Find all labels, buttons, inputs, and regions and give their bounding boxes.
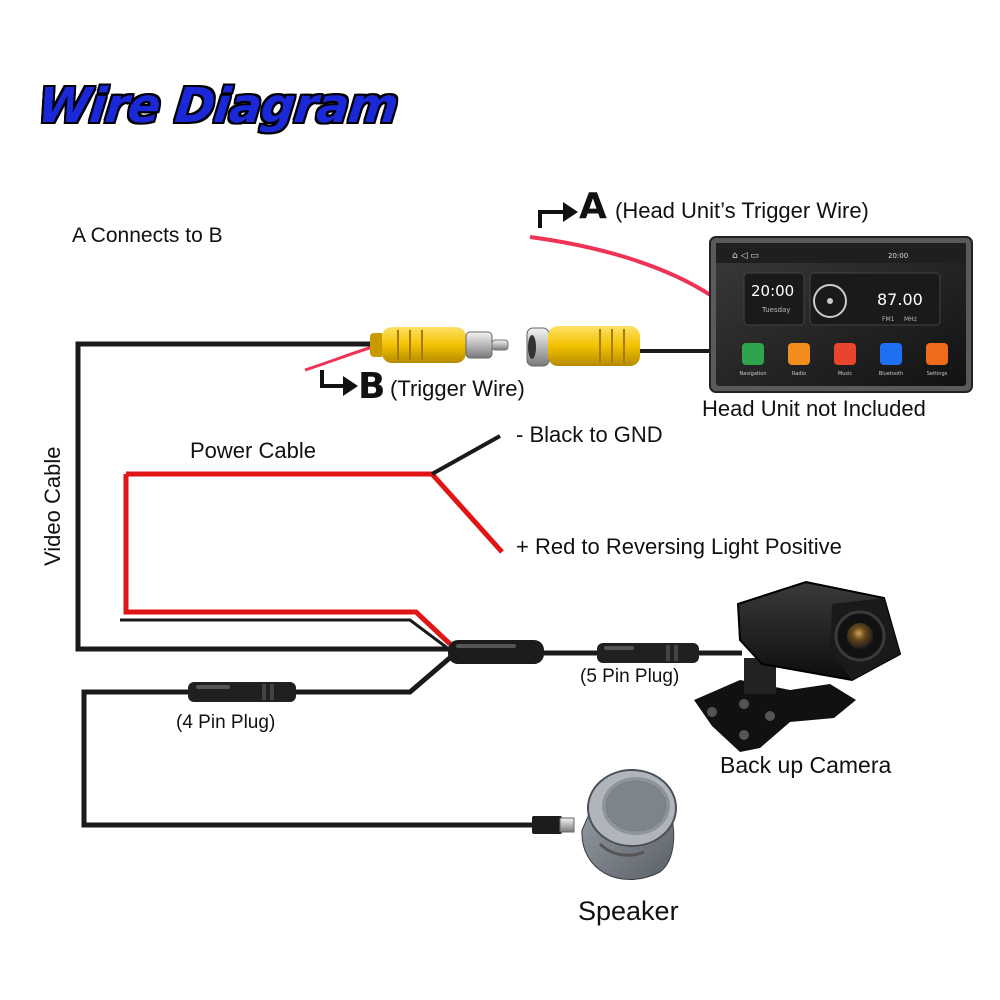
video-cable-label: Video Cable bbox=[40, 446, 65, 566]
power-cable-label: Power Cable bbox=[190, 438, 316, 463]
camera-label: Back up Camera bbox=[720, 752, 892, 778]
four-pin-branch-wire bbox=[296, 654, 454, 695]
app-label: Settings bbox=[927, 371, 948, 377]
radio-wave-icon bbox=[813, 284, 847, 318]
arrow-a-head-icon bbox=[563, 202, 578, 222]
app-label: Bluetooth bbox=[879, 371, 903, 377]
head-unit-note: Head Unit not Included bbox=[702, 396, 926, 421]
rca-male-connector bbox=[370, 327, 509, 363]
arrow-b-icon bbox=[320, 370, 345, 388]
app-label: Radio bbox=[792, 371, 806, 377]
speaker-label: Speaker bbox=[578, 896, 679, 926]
head-unit-clock: 20:00 bbox=[751, 282, 794, 300]
app-label: Navigation bbox=[740, 371, 767, 377]
arrow-b-head-icon bbox=[343, 376, 358, 396]
video-cable-wire bbox=[75, 341, 460, 652]
radio-app-icon bbox=[788, 343, 810, 365]
speaker-grille bbox=[605, 780, 667, 832]
power-cable-black-loop bbox=[120, 618, 451, 652]
page-title: Wire Diagram bbox=[35, 78, 401, 134]
label-a-text: (Head Unit’s Trigger Wire) bbox=[615, 198, 869, 223]
head-unit-day: Tuesday bbox=[761, 306, 790, 314]
app-label: Music bbox=[838, 371, 852, 377]
head-unit-frequency: 87.00 bbox=[877, 290, 923, 309]
cable-junction bbox=[448, 640, 544, 664]
power-cable-red-wire bbox=[126, 471, 504, 554]
head-unit-trigger-wire bbox=[529, 235, 714, 298]
arrow-a-icon bbox=[538, 210, 565, 228]
speaker bbox=[581, 769, 677, 880]
five-pin-label: (5 Pin Plug) bbox=[580, 666, 680, 687]
head-unit-status-icons: ⌂ ◁ ▭ bbox=[732, 251, 759, 261]
label-b-text: (Trigger Wire) bbox=[390, 376, 525, 401]
settings-app-icon bbox=[926, 343, 948, 365]
head-unit-status-time: 20:00 bbox=[888, 252, 908, 260]
speaker-cable-wire bbox=[81, 689, 536, 828]
a-connects-b-label: A Connects to B bbox=[72, 224, 223, 247]
power-cable-black-wire bbox=[431, 434, 501, 476]
backup-camera bbox=[694, 580, 902, 752]
head-unit-unit: MHz bbox=[904, 316, 917, 323]
label-a-letter: A bbox=[579, 186, 607, 227]
black-gnd-label: - Black to GND bbox=[516, 422, 663, 447]
label-b-letter: B bbox=[358, 366, 386, 407]
head-unit-app-row: Navigation Radio Music Bluetooth Setting… bbox=[740, 343, 948, 377]
rca-female-connector bbox=[526, 326, 640, 367]
red-positive-label: + Red to Reversing Light Positive bbox=[516, 534, 842, 559]
music-app-icon bbox=[834, 343, 856, 365]
bluetooth-app-icon bbox=[880, 343, 902, 365]
power-cable-red-loop bbox=[123, 474, 452, 646]
head-unit: ⌂ ◁ ▭ 20:00 20:00 Tuesday 87.00 FM1 MHz … bbox=[709, 236, 973, 393]
speaker-plug bbox=[532, 816, 575, 834]
four-pin-plug bbox=[188, 682, 296, 702]
navigation-app-icon bbox=[742, 343, 764, 365]
head-unit-band: FM1 bbox=[882, 316, 895, 323]
four-pin-label: (4 Pin Plug) bbox=[176, 712, 276, 733]
five-pin-plug bbox=[597, 643, 699, 663]
